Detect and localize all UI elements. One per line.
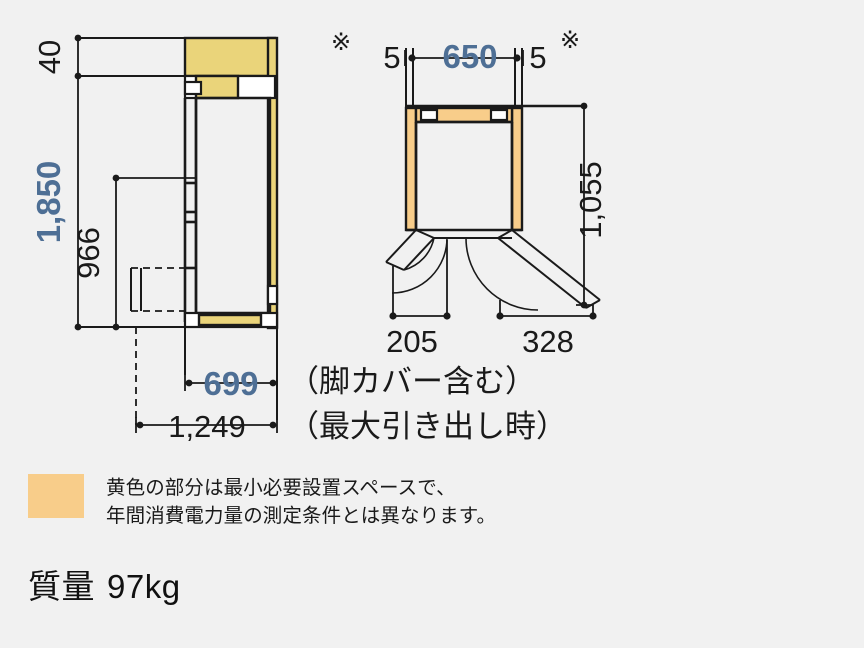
front-left-door-edge-top — [415, 229, 435, 239]
dim-650-dot-left — [408, 54, 416, 62]
legend: 黄色の部分は最小必要設置スペースで、 年間消費電力量の測定条件とは異なります。 — [28, 474, 496, 530]
dim-40-tick-top — [74, 34, 82, 42]
dim-650-label: 650 — [442, 38, 497, 75]
side-rear-notch — [266, 284, 279, 306]
dim-966-tick-top — [112, 174, 120, 182]
front-view-dimensions — [389, 50, 597, 320]
front-right-door-edge-top — [497, 229, 513, 239]
front-left-door-edge-bottom — [385, 261, 405, 271]
dim-328-label: 328 — [522, 324, 574, 359]
dim-1249-dot-left — [136, 421, 144, 429]
reference-mark-right-icon: ※ — [560, 27, 580, 54]
dim-1249-label: 1,249 — [168, 409, 246, 444]
front-view-geometry — [385, 48, 601, 316]
dim-650-dot-right — [513, 54, 521, 62]
front-top-notch-left — [419, 108, 439, 122]
front-left-door-arc-mid — [391, 237, 448, 294]
mass-value: 97kg — [107, 568, 181, 605]
front-top-notch-right — [489, 108, 509, 122]
front-right-clearance-fill — [510, 106, 524, 232]
front-left-door-arc-inner — [403, 237, 435, 271]
dim-966-tick-bottom — [112, 323, 120, 331]
front-right-door-arc-main — [465, 237, 539, 311]
side-top-band-notch — [183, 80, 203, 96]
dim-205-label: 205 — [386, 324, 438, 359]
dim-40-label: 40 — [32, 40, 67, 74]
dim-1850-label: 1,850 — [30, 161, 67, 244]
reference-mark-left-icon: ※ — [331, 29, 351, 56]
side-view-dimensions — [74, 34, 278, 433]
mass-label: 質量 — [28, 568, 95, 605]
dim-205-dot-left — [389, 312, 397, 320]
side-foot-band-fill — [197, 313, 263, 327]
legend-note-text: 黄色の部分は最小必要設置スペースで、 年間消費電力量の測定条件とは異なります。 — [106, 477, 497, 527]
note-leg-cover: （脚カバー含む） — [288, 364, 536, 399]
dim-328-dot-right — [589, 312, 597, 320]
front-left-door-panel-a — [385, 229, 417, 263]
dim-966-label: 966 — [71, 227, 106, 279]
note-max-pullout: （最大引き出し時） — [288, 409, 567, 444]
dim-1055-dot-bottom — [580, 301, 588, 309]
dim-699-dot-left — [185, 379, 193, 387]
front-left-door-panel-b — [403, 237, 435, 271]
dim-205-dot-right — [443, 312, 451, 320]
front-right-door-panel-b — [497, 237, 587, 309]
dim-328-dot-left — [496, 312, 504, 320]
legend-color-swatch — [28, 474, 84, 518]
front-right-door-panel-a — [511, 229, 601, 301]
side-cabinet-body — [194, 96, 272, 315]
dim-left-5-label: 5 — [383, 40, 400, 75]
mass-spec: 質量 97kg — [28, 560, 181, 608]
dim-1850-tick-bottom — [74, 323, 82, 331]
side-view-geometry — [78, 36, 279, 425]
dim-1055-label: 1,055 — [573, 161, 608, 239]
dim-699-label: 699 — [203, 365, 258, 402]
dim-699-dot-right — [269, 379, 277, 387]
side-top-band-fill — [194, 74, 240, 100]
dim-right-5-label: 5 — [529, 40, 546, 75]
front-left-clearance-fill — [404, 106, 418, 232]
dim-1249-dot-right — [269, 421, 277, 429]
side-top-clearance-fill — [183, 36, 277, 78]
